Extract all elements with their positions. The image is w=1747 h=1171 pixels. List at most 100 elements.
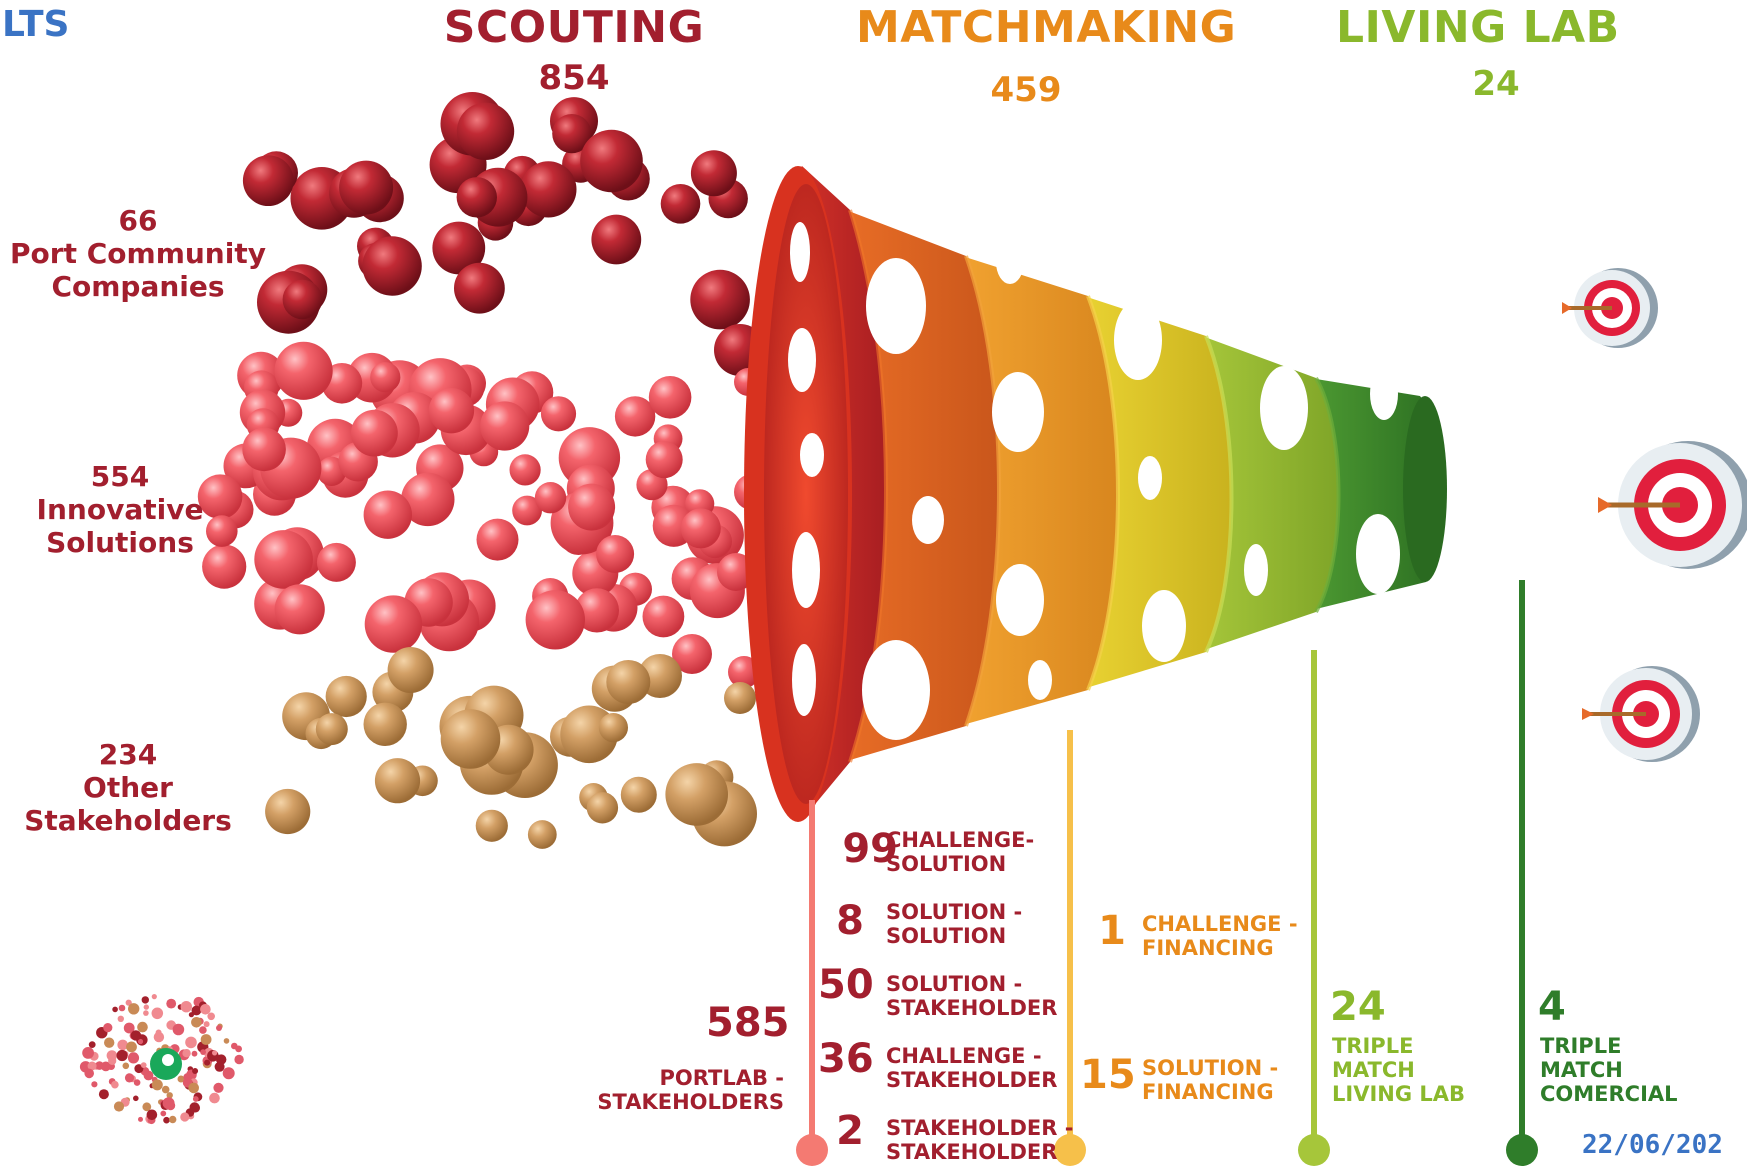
stage-title-matchmaking: MATCHMAKING (856, 2, 1237, 53)
match-label-line: CHALLENGE - (886, 1044, 1042, 1068)
bubble (363, 490, 412, 539)
logo-dot (82, 1047, 94, 1059)
corner-label: LTS (2, 4, 70, 45)
portlab-label-1: PORTLAB - (659, 1066, 784, 1090)
bubble (339, 160, 394, 215)
match-label-challenge-solution: CHALLENGE-SOLUTION (886, 828, 1034, 876)
bubble (363, 702, 407, 746)
bubble (512, 495, 542, 526)
logo-dot (234, 1054, 244, 1065)
logo-dot (143, 1010, 149, 1016)
logo-dot (153, 1031, 165, 1043)
match-label-line: STAKEHOLDER (886, 1140, 1058, 1164)
logo-dot (95, 1061, 104, 1070)
logo-dot (127, 1052, 140, 1064)
bubble (282, 279, 323, 320)
match-label-stakeholder-stakeholder: STAKEHOLDER -STAKEHOLDER (886, 1116, 1073, 1164)
bubble (364, 595, 423, 653)
portlab-value: 585 (706, 1000, 790, 1046)
logo-dot (98, 1089, 109, 1100)
logo-dot (116, 1049, 128, 1062)
group-stakeholders-label-2: Stakeholders (24, 804, 232, 837)
bubble (374, 758, 421, 804)
logo-dot (203, 1021, 210, 1028)
scouting-end-dot (796, 1134, 828, 1166)
match-label-line: SOLUTION - (886, 972, 1023, 996)
triple-living-lab-label: TRIPLE MATCH LIVING LAB (1332, 1034, 1465, 1106)
bubble (265, 788, 311, 835)
logo-dot (183, 1073, 191, 1081)
bubble (642, 595, 685, 638)
bubble (648, 376, 692, 419)
logo-dot (162, 1097, 175, 1110)
bubble (509, 454, 541, 486)
bubble (242, 427, 286, 472)
triple-label-line: MATCH (1540, 1058, 1623, 1082)
logo-dot (111, 1080, 119, 1089)
logo-dot (192, 1096, 199, 1102)
date-label: 22/06/202 (1582, 1130, 1723, 1160)
match-label-line: CHALLENGE - (1142, 912, 1298, 936)
logo-dot (143, 1070, 154, 1081)
triple-label-line: TRIPLE (1540, 1034, 1622, 1058)
bubble (645, 441, 683, 479)
logo-dot (118, 1004, 126, 1012)
portlab-logo (79, 994, 244, 1125)
bubble (454, 262, 505, 314)
bubble (586, 792, 619, 824)
stakeholder-bubbles (265, 647, 758, 849)
logo-dot (191, 1017, 202, 1028)
group-stakeholders: 234 Other Stakeholders (10, 738, 246, 837)
logo-dot (188, 1082, 199, 1094)
logo-dot (209, 1092, 220, 1104)
solution-bubbles (197, 324, 786, 716)
logo-dot (151, 1079, 163, 1091)
logo-dot (141, 996, 149, 1004)
logo-dot (137, 1021, 148, 1033)
logo-dot (108, 1056, 117, 1065)
bubble (370, 362, 401, 393)
target-icon (1562, 268, 1658, 348)
bubble (591, 214, 642, 265)
target-icon (1582, 666, 1700, 762)
match-label-line: FINANCING (1142, 936, 1274, 960)
bubble (534, 482, 567, 514)
match-label-line: SOLUTION (886, 852, 1007, 876)
group-companies-label-1: Port Community (10, 237, 266, 270)
logo-dot (117, 1039, 128, 1051)
portlab-label-2: STAKEHOLDERS (597, 1090, 784, 1114)
bubble (315, 713, 348, 746)
bubble (525, 590, 585, 650)
stage-title-living-lab: LIVING LAB (1336, 2, 1620, 53)
bubble (540, 396, 577, 432)
logo-dot (87, 1061, 97, 1071)
logo-dot (163, 1116, 170, 1124)
bubble (680, 508, 721, 549)
match-label-line: FINANCING (1142, 1080, 1274, 1104)
bubble (598, 713, 629, 743)
match-value-challenge-financing: 1 (1098, 908, 1126, 954)
logo-dot (216, 1054, 227, 1065)
match-label-line: SOLUTION (886, 924, 1007, 948)
logo-dot (199, 1026, 207, 1034)
match-value-solution-solution: 8 (836, 898, 864, 944)
logo-dot (146, 1109, 158, 1121)
match-label-challenge-financing: CHALLENGE -FINANCING (1142, 912, 1298, 960)
logo-dot (166, 1092, 173, 1099)
group-companies-count: 66 (118, 204, 158, 237)
bubble (387, 647, 434, 693)
match-label-line: SOLUTION - (886, 900, 1023, 924)
group-solutions: 554 Innovative Solutions (10, 460, 230, 559)
bubble (606, 660, 651, 704)
logo-dot (223, 1038, 230, 1044)
bubble (206, 515, 238, 547)
bubble (456, 177, 497, 218)
target-icon (1598, 441, 1747, 569)
logo-dot (235, 1045, 242, 1053)
logo-dot (180, 1112, 190, 1122)
match-label-line: STAKEHOLDER - (886, 1116, 1074, 1140)
logo-dot (207, 1012, 215, 1021)
group-companies: 66 Port Community Companies (0, 204, 276, 303)
logo-dot (169, 1115, 177, 1124)
bubble (274, 341, 333, 400)
